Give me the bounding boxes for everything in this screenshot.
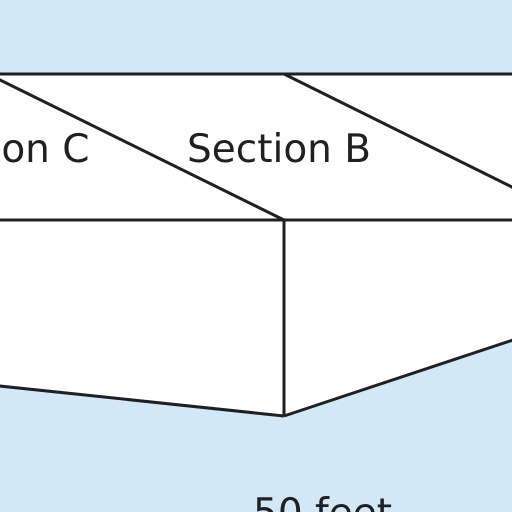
section-b-label: Section B xyxy=(187,127,371,172)
top-face xyxy=(0,74,512,220)
section-divider-left xyxy=(0,78,285,222)
section-divider-right xyxy=(283,72,512,189)
front-face-right xyxy=(284,220,512,416)
section-c-label: Section C xyxy=(0,127,90,172)
dimension-label: 50 feet xyxy=(253,491,392,512)
front-face-left xyxy=(0,220,284,416)
bottom-edge-right xyxy=(283,338,512,418)
bottom-edge-left xyxy=(0,384,285,418)
